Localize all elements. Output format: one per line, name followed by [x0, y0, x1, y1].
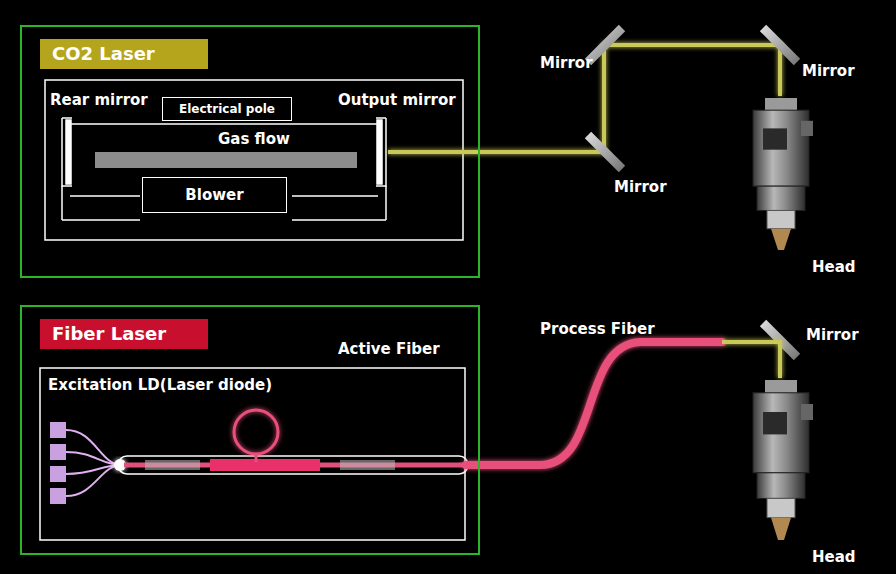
diode-square [50, 444, 66, 460]
panel-tab: Fiber Laser [40, 319, 208, 349]
part-label: Excitation LD(Laser diode) [48, 376, 272, 394]
part-label: Mirror [540, 54, 593, 72]
part-label: Head [812, 258, 856, 276]
panel-title: Fiber Laser [52, 323, 166, 344]
part-label: Rear mirror [50, 91, 148, 109]
cutting-head [753, 380, 813, 540]
cutting-heads [753, 98, 813, 540]
process-fiber [466, 342, 780, 465]
diode-square [50, 466, 66, 482]
component-box: Blower [142, 177, 287, 213]
cutting-head [753, 98, 813, 250]
laser-diodes [50, 422, 126, 504]
part-label: Mirror [802, 62, 855, 80]
pump-line [66, 430, 122, 465]
part-label: Mirror [614, 178, 667, 196]
component-box: Electrical pole [162, 97, 292, 121]
part-label: Gas flow [218, 130, 290, 148]
pump-line [66, 465, 122, 496]
diode-square [50, 488, 66, 504]
active-fiber [118, 410, 468, 474]
diode-square [50, 422, 66, 438]
component-label: Blower [185, 186, 243, 204]
co2-resonator [45, 80, 463, 240]
discharge-tube [95, 152, 357, 168]
panel-tab: CO2 Laser [40, 39, 208, 69]
component-label: Electrical pole [179, 102, 275, 116]
part-label: Mirror [806, 326, 859, 344]
laser-panel: CO2 LaserElectrical poleBlower [20, 25, 480, 278]
fiber-resonator [40, 368, 465, 540]
panel-title: CO2 Laser [52, 43, 155, 64]
part-label: Output mirror [338, 91, 456, 109]
part-label: Active Fiber [338, 340, 440, 358]
pump-line [66, 452, 122, 465]
part-label: Process Fiber [540, 320, 655, 338]
part-label: Head [812, 548, 856, 566]
